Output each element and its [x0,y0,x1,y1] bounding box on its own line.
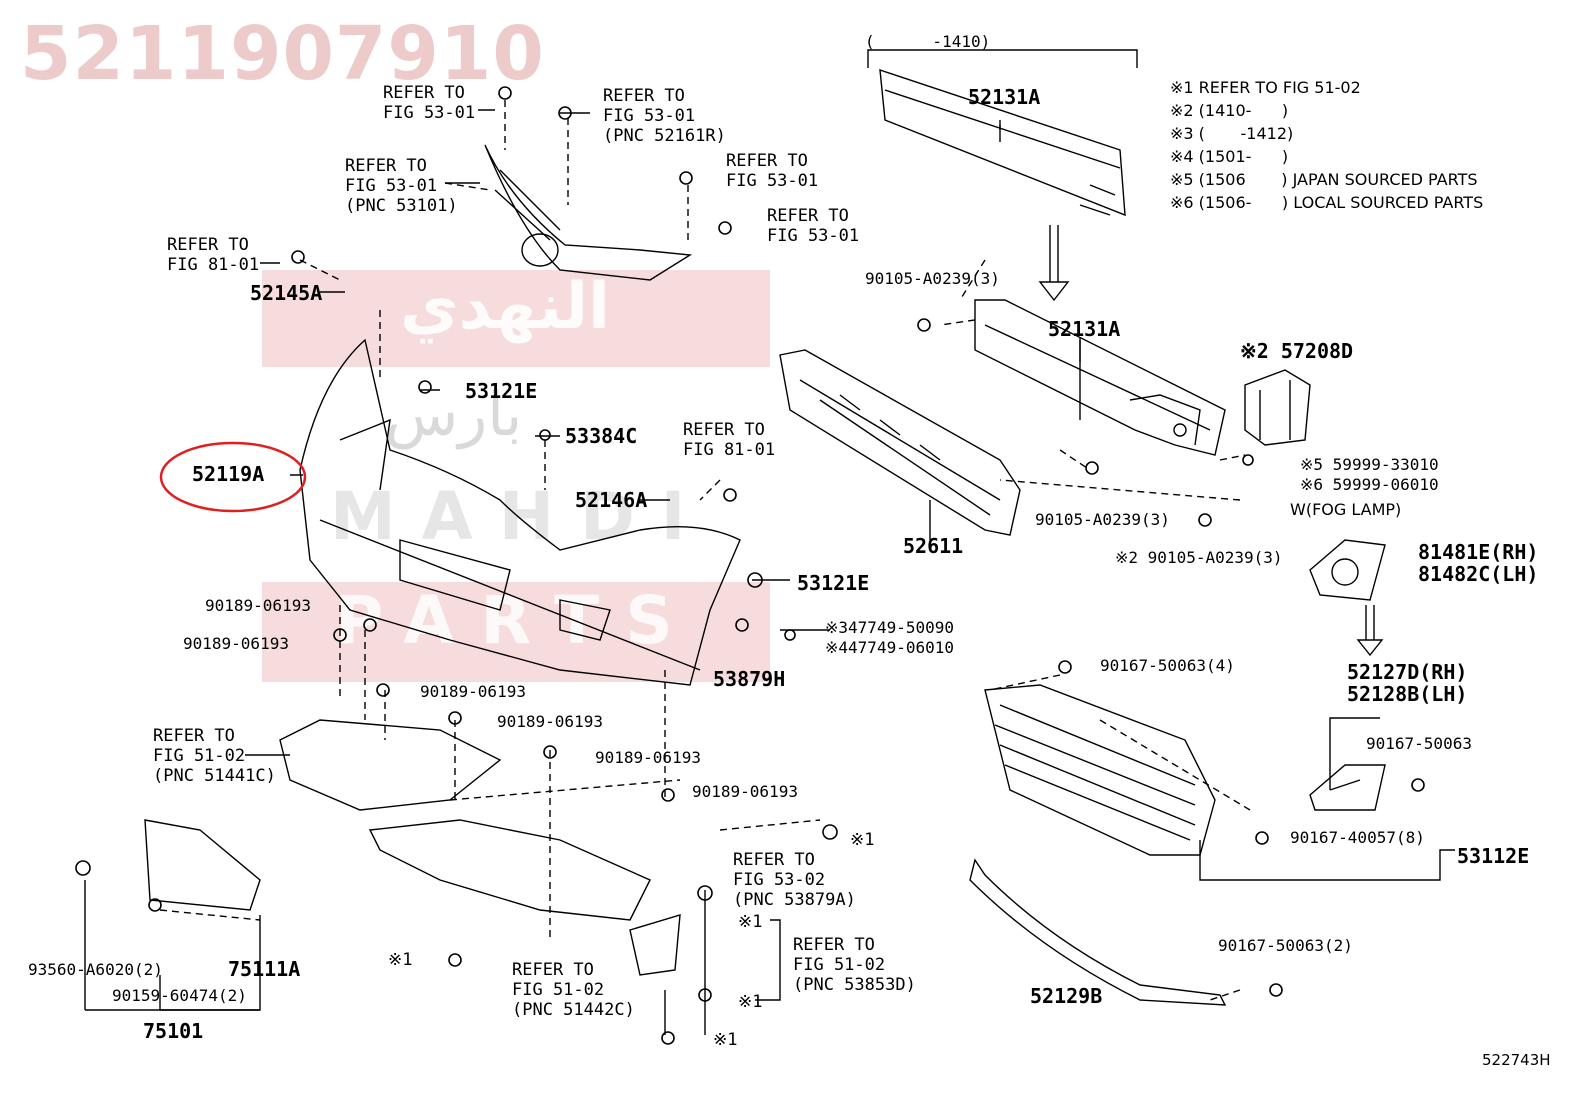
lower-grille-drawing [984,684,1216,856]
watermark-band-bottom [262,582,770,682]
part-53121e-mid: 53121E [797,571,870,595]
part-90159: 90159-60474(2) [112,986,247,1005]
part-53879h: 53879H [713,667,786,691]
range-label: ( -1410) [865,32,991,51]
arrow-fog [1356,605,1384,657]
label-refer-fig-81-01-b: REFER TO FIG 81-01 [683,420,776,460]
note-5: ※5 (1506 ) JAPAN SOURCED PARTS [1170,170,1478,189]
energy-absorber-drawing [779,349,1021,536]
watermark-mahdi: MAHDI [330,478,712,555]
part-53112e: 53112E [1457,844,1530,868]
note-2: ※2 (1410- ) [1170,101,1289,120]
part-52131a-mid: 52131A [1048,317,1121,341]
part-59999: ※5 59999-33010 ※6 59999-06010 [1300,455,1439,494]
watermark-arabic-name: النهدي [400,270,610,344]
upper-grille-drawing [484,144,693,281]
note-4: ※4 (1501- ) [1170,147,1289,166]
part-52611: 52611 [903,534,964,558]
range-bracket [867,49,1138,68]
mark-1-c: ※1 [738,992,763,1012]
label-refer-fig-51-02-b: REFER TO FIG 51-02 (PNC 53853D) [793,935,916,995]
bumper-cover-drawing [299,338,741,686]
part-90189-d: 90189-06193 [497,712,603,731]
watermark-arabic-parts: بارس [385,380,523,450]
mark-1-a: ※1 [850,830,875,850]
part-53121e-top: 53121E [465,379,538,403]
note-3: ※3 ( -1412) [1170,124,1294,143]
mark-1-e: ※1 [388,950,413,970]
part-90167-c: 90167-40057(8) [1290,828,1425,847]
fog-lamp-label: W(FOG LAMP) [1290,500,1402,519]
part-90105-c: ※2 90105-A0239(3) [1115,548,1283,567]
label-refer-fig-53-01-b: REFER TO FIG 53-01 (PNC 52161R) [603,86,726,146]
note-6: ※6 (1506- ) LOCAL SOURCED PARTS [1170,193,1484,212]
watermark-band-top [262,270,770,367]
label-refer-fig-53-01-e: REFER TO FIG 53-01 [767,206,860,246]
bracket-57208d-drawing [1244,369,1311,446]
part-52145a: 52145A [250,281,323,305]
label-refer-fig-53-01-c: REFER TO FIG 53-01 (PNC 53101) [345,156,458,216]
part-57208d: ※2 57208D [1240,339,1354,363]
bumper-molding-drawing [969,858,1227,1006]
watermark-part-number: 5211907910 [20,11,545,97]
part-93560: 93560-A6020(2) [28,960,163,979]
part-52127d: 52127D(RH) 52128B(LH) [1347,660,1468,706]
part-75111a: 75111A [228,957,301,981]
label-refer-fig-53-01-d: REFER TO FIG 53-01 [726,151,819,191]
part-52129b: 52129B [1030,984,1103,1008]
label-refer-fig-53-01-a: REFER TO FIG 53-01 [383,83,476,123]
figure-code: 522743H [1482,1051,1551,1069]
part-90189-c: 90189-06193 [420,682,526,701]
note-1: ※1 REFER TO FIG 51-02 [1170,78,1361,97]
arrow-down [1038,225,1070,302]
bumper-reinforcement-drawing [974,299,1226,456]
part-90189-b: 90189-06193 [183,634,289,653]
mark-1-d: ※1 [713,1030,738,1050]
part-90189-a: 90189-06193 [205,596,311,615]
part-90167-a: 90167-50063(4) [1100,656,1235,675]
part-90105-b: 90105-A0239(3) [1035,510,1170,529]
solid-leaders [84,109,1455,1035]
notes-block: ※1 REFER TO FIG 51-02 ※2 (1410- ) ※3 ( -… [1170,78,1483,213]
part-90189-f: 90189-06193 [692,782,798,801]
mark-1-b: ※1 [738,912,763,932]
part-52146a: 52146A [575,488,648,512]
part-53384c: 53384C [565,424,638,448]
engine-undercover-drawing [144,719,681,976]
fog-lamp-cover-drawing [1309,539,1386,811]
highlight-circle [159,441,307,513]
part-52131a-top: 52131A [968,85,1041,109]
part-81481e: 81481E(RH) 81482C(LH) [1418,540,1539,586]
part-90189-e: 90189-06193 [595,748,701,767]
part-90167-b: 90167-50063 [1366,734,1472,753]
label-refer-fig-53-02: REFER TO FIG 53-02 (PNC 53879A) [733,850,856,910]
part-52119a: 52119A [192,462,265,486]
label-refer-fig-81-01-a: REFER TO FIG 81-01 [167,235,260,275]
part-90167-d: 90167-50063(2) [1218,936,1353,955]
fasteners [75,86,1425,1045]
part-90105-a: 90105-A0239(3) [865,269,1000,288]
dashed-leaders [159,100,1251,1001]
part-75101: 75101 [143,1019,204,1043]
label-refer-fig-51-02-a: REFER TO FIG 51-02 (PNC 51441C) [153,726,276,786]
label-refer-fig-51-02-c: REFER TO FIG 51-02 (PNC 51442C) [512,960,635,1020]
part-47749: ※347749-50090 ※447749-06010 [825,618,954,657]
